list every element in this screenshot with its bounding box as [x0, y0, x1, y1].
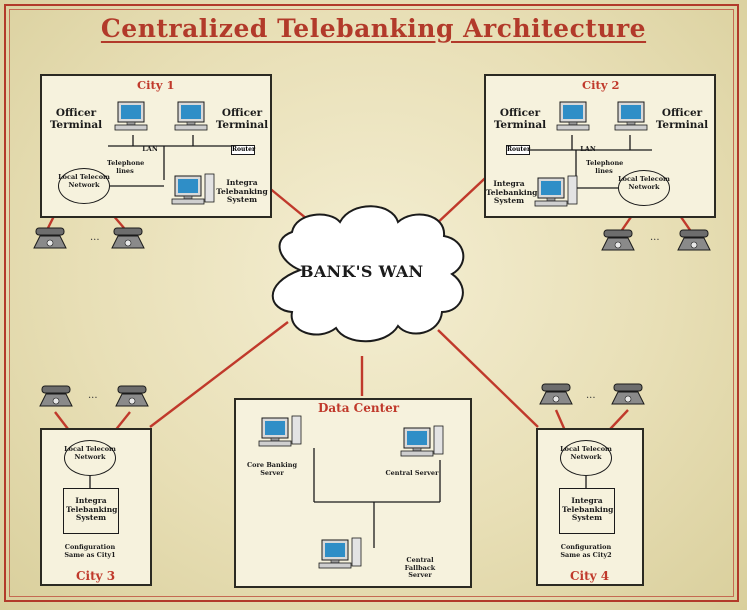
city3-telecom-label: Local Telecom Network — [64, 445, 116, 461]
central-server-icon — [400, 425, 444, 457]
city1-telecom-ellipse — [58, 168, 110, 204]
city1-officer-computer-left-icon — [114, 101, 148, 131]
diagram-title: Centralized Telebanking Architecture — [100, 14, 647, 43]
central-fallback-server-icon — [318, 537, 362, 569]
city4-phone-left-icon — [539, 383, 573, 405]
city3-system-box — [63, 488, 119, 534]
city3-phone-right-icon — [115, 385, 149, 407]
datacenter-title: Data Center — [318, 401, 400, 415]
city3-config-label: Configuration Same as City1 — [64, 543, 116, 559]
city2-system-label: Integra Telebanking System — [486, 179, 538, 205]
city2-router: Router — [506, 145, 531, 155]
wan-label: BANK'S WAN — [300, 262, 424, 281]
city2-officer-computer-right-icon — [614, 101, 648, 131]
link-city3-wan — [149, 321, 289, 428]
city2-telephone-lines-label: Telephone lines — [586, 159, 624, 175]
city2-title: City 2 — [582, 78, 620, 92]
city2-officer-left-label: Officer Terminal — [493, 107, 547, 131]
city2-officer-computer-left-icon — [556, 101, 590, 131]
city4-phone-right-icon — [611, 383, 645, 405]
city2-phone-right-icon — [677, 229, 711, 251]
city1-router: Router — [231, 145, 256, 155]
city1-officer-left-label: Officer Terminal — [49, 107, 103, 131]
city2-phone-left-icon — [601, 229, 635, 251]
city2-telebanking-computer-icon — [534, 175, 578, 207]
core-banking-server-label: Core Banking Server — [246, 461, 297, 477]
inner-frame — [9, 9, 734, 597]
city1-system-label: Integra Telebanking System — [216, 178, 268, 204]
city1-officer-computer-right-icon — [174, 101, 208, 131]
city1-lan-label: LAN — [142, 145, 158, 153]
wan-cloud — [271, 205, 465, 343]
city3-title: City 3 — [76, 569, 116, 583]
city2-lan-label: LAN — [580, 145, 596, 153]
central-server-label: Central Server — [385, 469, 439, 477]
city3-phone-ellipsis: ... — [88, 390, 98, 401]
city1-phone-left-icon — [33, 227, 67, 249]
city1-telebanking-computer-icon — [171, 173, 215, 205]
link-city4-wan — [437, 329, 539, 428]
city1-phone-ellipsis: ... — [90, 232, 100, 243]
city2-telecom-ellipse — [618, 170, 670, 206]
city4-phone-ellipsis: ... — [586, 390, 596, 401]
city3-system-label: Integra Telebanking System — [66, 496, 118, 522]
city1-officer-right-label: Officer Terminal — [215, 107, 269, 131]
central-fallback-server-label: Central Fallback Server — [404, 556, 436, 579]
outer-frame — [4, 4, 739, 602]
city3-telecom-ellipse — [64, 440, 116, 476]
city1-telephone-lines-label: Telephone lines — [107, 159, 145, 175]
city2-telecom-label: Local Telecom Network — [618, 175, 670, 191]
city4-title: City 4 — [570, 569, 610, 583]
city2-officer-right-label: Officer Terminal — [655, 107, 709, 131]
city4-system-label: Integra Telebanking System — [562, 496, 614, 522]
city3-phone-left-icon — [39, 385, 73, 407]
city1-phone-right-icon — [111, 227, 145, 249]
city2-phone-ellipsis: ... — [650, 232, 660, 243]
city1-telecom-label: Local Telecom Network — [58, 173, 110, 189]
core-banking-server-icon — [258, 415, 302, 447]
city4-telecom-label: Local Telecom Network — [560, 445, 612, 461]
city1-title: City 1 — [137, 78, 175, 92]
city4-config-label: Configuration Same as City2 — [560, 543, 612, 559]
city4-system-box — [559, 488, 615, 534]
city4-telecom-ellipse — [560, 440, 612, 476]
